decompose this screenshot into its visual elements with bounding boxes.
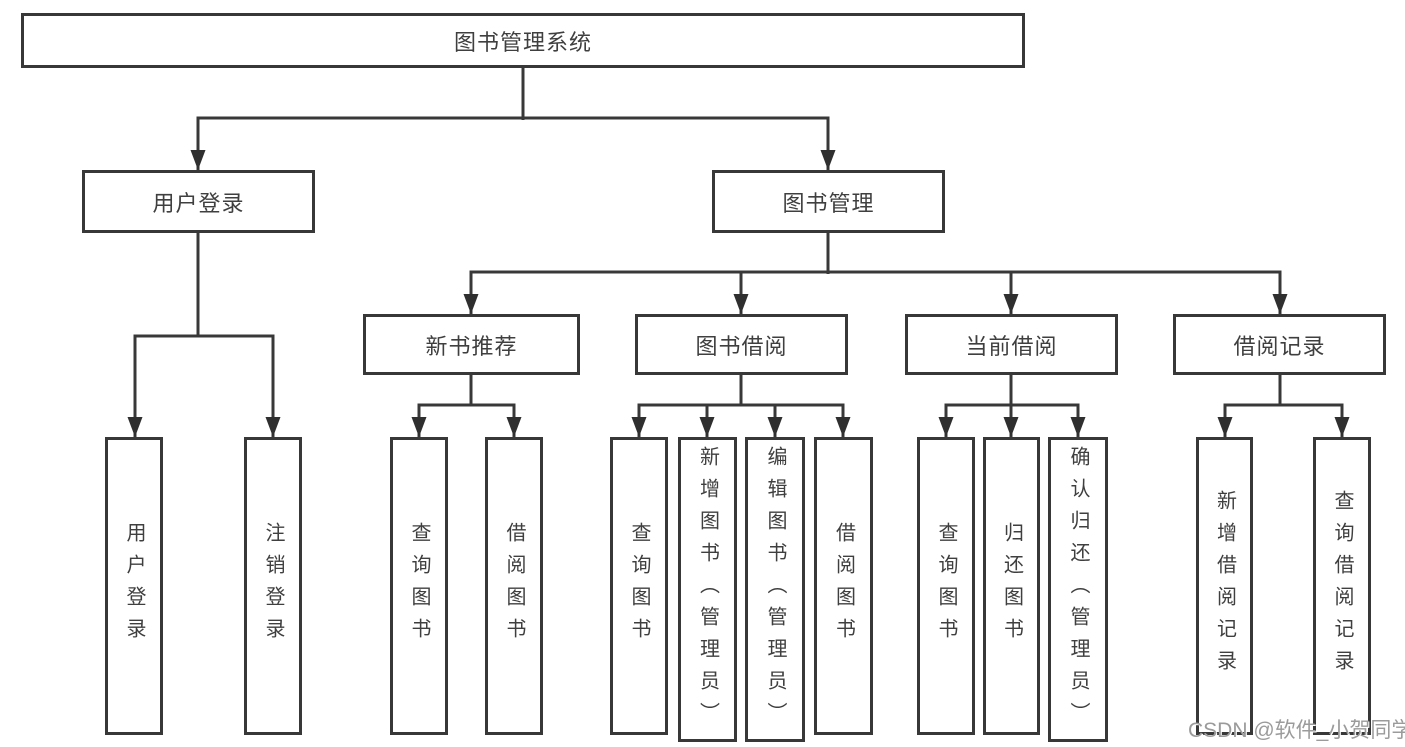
node-current-borrow-label: 当前借阅 xyxy=(965,333,1058,359)
leaf-borrow-books-1-label: 借阅图书 xyxy=(503,522,525,650)
node-book-borrow-label: 图书借阅 xyxy=(695,333,788,359)
leaf-user-login-label: 用户登录 xyxy=(123,522,145,650)
leaf-confirm-return-admin-label: 确认归还（管理员） xyxy=(1067,445,1089,734)
leaf-add-borrow-record-label: 新增借阅记录 xyxy=(1213,490,1236,682)
leaf-query-books-1-label: 查询图书 xyxy=(408,522,430,650)
leaf-user-login: 用户登录 xyxy=(105,437,163,735)
leaf-borrow-books-2-label: 借阅图书 xyxy=(832,522,855,650)
leaf-add-book-admin: 新增图书（管理员） xyxy=(678,437,737,742)
node-book-management: 图书管理 xyxy=(712,170,945,233)
csdn-watermark: CSDN @软件_小贺同学 xyxy=(1188,719,1405,742)
leaf-confirm-return-admin: 确认归还（管理员） xyxy=(1048,437,1108,742)
node-user-login-label: 用户登录 xyxy=(152,190,245,216)
leaf-edit-book-admin-label: 编辑图书（管理员） xyxy=(764,445,786,734)
leaf-query-borrow-record: 查询借阅记录 xyxy=(1313,437,1371,735)
node-book-borrow: 图书借阅 xyxy=(635,314,848,375)
node-new-book-recommend: 新书推荐 xyxy=(363,314,580,375)
edge-arrows xyxy=(127,118,1350,437)
leaf-logout: 注销登录 xyxy=(244,437,302,735)
leaf-query-borrow-record-label: 查询借阅记录 xyxy=(1331,490,1353,682)
leaf-return-book: 归还图书 xyxy=(983,437,1040,735)
leaf-query-books-2-label: 查询图书 xyxy=(628,522,650,650)
node-user-login: 用户登录 xyxy=(82,170,315,233)
leaf-borrow-books-1: 借阅图书 xyxy=(485,437,543,735)
leaf-add-book-admin-label: 新增图书（管理员） xyxy=(696,445,719,734)
node-root: 图书管理系统 xyxy=(21,13,1025,68)
leaf-logout-label: 注销登录 xyxy=(262,522,284,650)
node-root-label: 图书管理系统 xyxy=(453,29,592,55)
node-new-book-recommend-label: 新书推荐 xyxy=(425,333,518,359)
leaf-query-books-3: 查询图书 xyxy=(917,437,975,735)
leaf-edit-book-admin: 编辑图书（管理员） xyxy=(745,437,805,742)
leaf-borrow-books-2: 借阅图书 xyxy=(814,437,873,735)
node-borrow-records-label: 借阅记录 xyxy=(1233,333,1326,359)
leaf-query-books-3-label: 查询图书 xyxy=(935,522,957,650)
leaf-return-book-label: 归还图书 xyxy=(1000,522,1023,650)
node-book-management-label: 图书管理 xyxy=(782,190,875,216)
node-borrow-records: 借阅记录 xyxy=(1173,314,1386,375)
leaf-query-books-1: 查询图书 xyxy=(390,437,448,735)
leaf-add-borrow-record: 新增借阅记录 xyxy=(1196,437,1253,735)
node-current-borrow: 当前借阅 xyxy=(905,314,1118,375)
leaf-query-books-2: 查询图书 xyxy=(610,437,668,735)
